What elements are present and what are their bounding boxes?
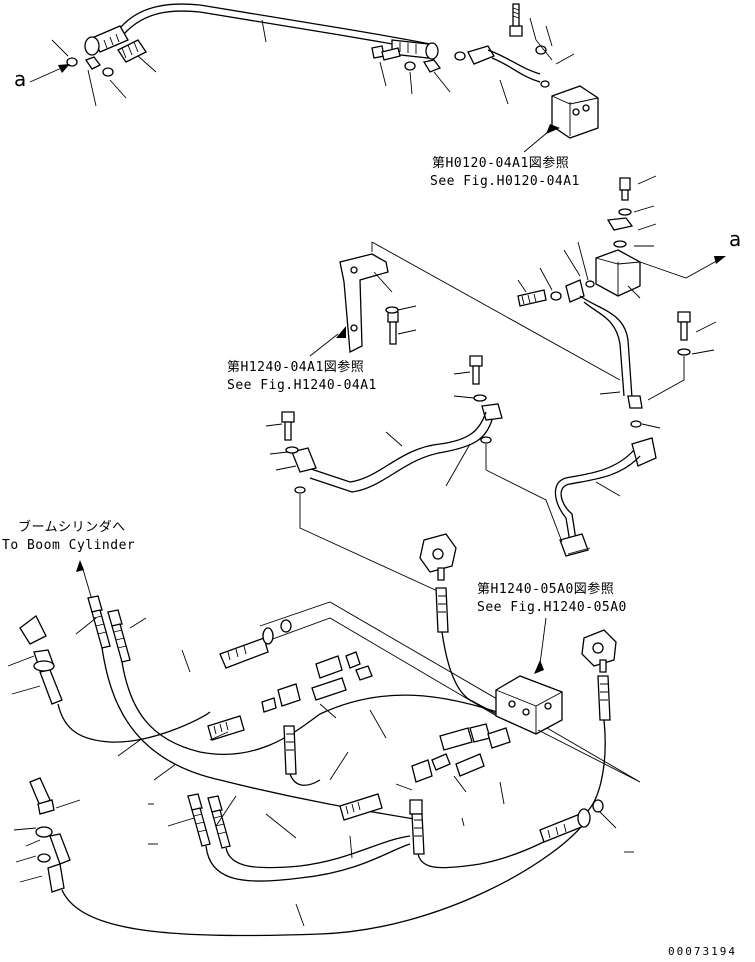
marker-a-arrow-top [29, 64, 70, 83]
middle-fittings [181, 601, 641, 786]
boom-cylinder-en: To Boom Cylinder [2, 538, 136, 553]
ref-h1240-05-jp: 第H1240-05A0図参照 [477, 582, 615, 597]
top-right-valve-block [454, 3, 599, 153]
middle-right-valve [517, 175, 726, 409]
ref-h0120-jp: 第H0120-04A1図参照 [432, 156, 570, 171]
middle-pipes [265, 355, 661, 595]
marker-a-top: a [14, 67, 27, 91]
ref-h1240-04-jp: 第H1240-04A1図参照 [227, 360, 365, 375]
ref-h1240-04-en: See Fig.H1240-04A1 [227, 378, 377, 393]
bracket-assembly [309, 241, 621, 381]
top-middle-bolts [371, 45, 451, 95]
top-left-bolts [51, 19, 267, 107]
ref-h1240-05-en: See Fig.H1240-05A0 [477, 600, 627, 615]
center-valve-block [265, 533, 641, 869]
boom-cylinder-jp: ブームシリンダへ [18, 520, 126, 535]
marker-a-right: a [729, 227, 742, 251]
drawing-number: 00073194 [668, 945, 737, 958]
ref-h0120-en: See Fig.H0120-04A1 [430, 174, 580, 189]
bottom-left-hoses [13, 777, 634, 937]
